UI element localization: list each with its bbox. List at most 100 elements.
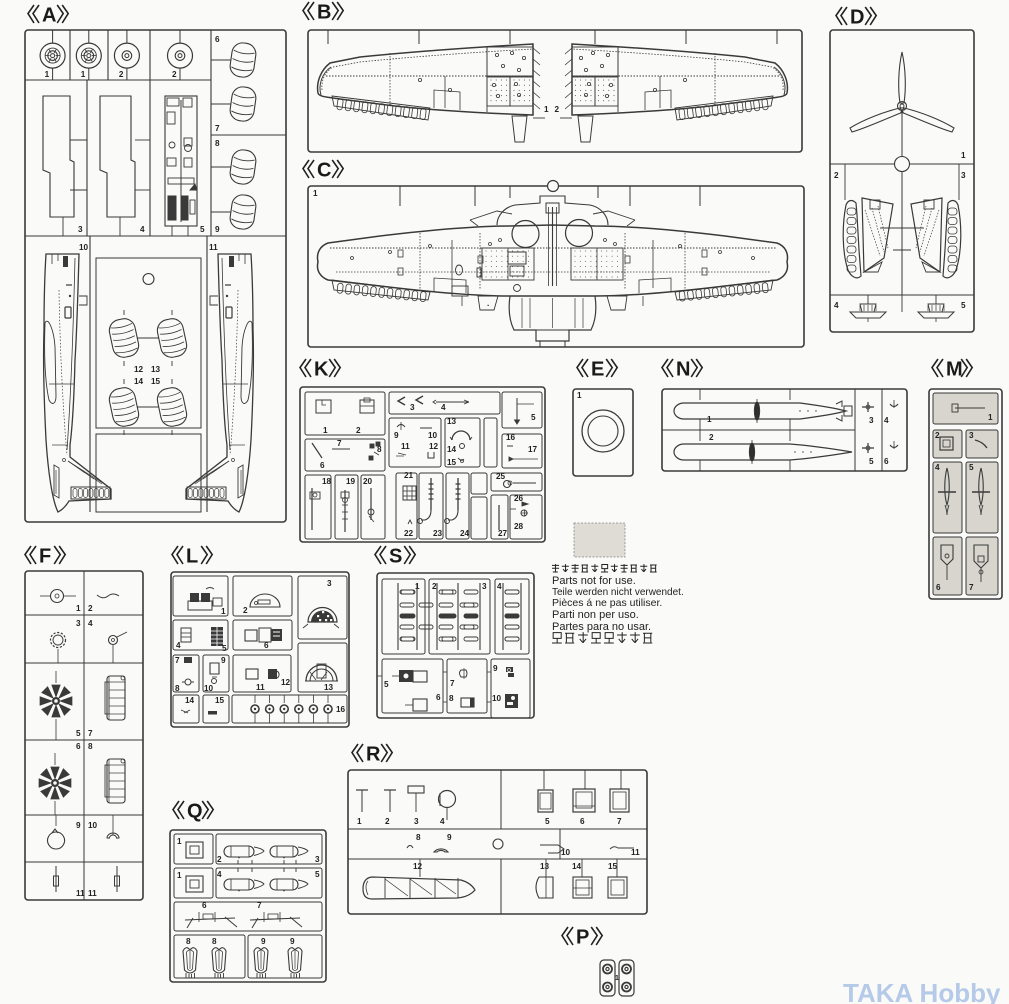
svg-text:1: 1 <box>544 105 549 114</box>
svg-text:1: 1 <box>45 70 50 79</box>
svg-text:8: 8 <box>377 445 382 454</box>
svg-text:9: 9 <box>290 937 295 946</box>
svg-text:19: 19 <box>346 477 356 486</box>
svg-text:Pièces á ne pas utiliser.: Pièces á ne pas utiliser. <box>552 597 662 609</box>
svg-text:16: 16 <box>336 705 346 714</box>
svg-text:1: 1 <box>81 70 86 79</box>
svg-text:10: 10 <box>492 694 502 703</box>
svg-text:M: M <box>946 359 963 381</box>
svg-text:9: 9 <box>447 833 452 842</box>
svg-text:7: 7 <box>88 729 93 738</box>
svg-text:Parti non per uso.: Parti non per uso. <box>552 609 639 621</box>
svg-text:A: A <box>42 5 56 27</box>
svg-text:3: 3 <box>76 619 81 628</box>
svg-text:1: 1 <box>177 837 182 846</box>
svg-text:3: 3 <box>869 416 874 425</box>
svg-text:6: 6 <box>215 35 220 44</box>
svg-text:2: 2 <box>834 171 839 180</box>
svg-text:6: 6 <box>884 457 889 466</box>
svg-text:2: 2 <box>385 817 390 826</box>
svg-text:5: 5 <box>961 301 966 310</box>
svg-text:D: D <box>850 7 864 29</box>
svg-text:5: 5 <box>545 817 550 826</box>
svg-text:7: 7 <box>257 901 262 910</box>
svg-text:25: 25 <box>496 472 506 481</box>
svg-text:S: S <box>389 546 402 568</box>
svg-text:7: 7 <box>215 124 220 133</box>
svg-text:12: 12 <box>429 442 439 451</box>
svg-text:14: 14 <box>134 377 144 386</box>
svg-text:2: 2 <box>243 606 248 615</box>
svg-text:F: F <box>39 546 51 568</box>
svg-text:9: 9 <box>221 656 226 665</box>
svg-text:9: 9 <box>394 431 399 440</box>
svg-text:7: 7 <box>450 679 455 688</box>
svg-text:1: 1 <box>76 604 81 613</box>
svg-text:7: 7 <box>337 439 342 448</box>
svg-text:22: 22 <box>404 529 414 538</box>
svg-text:Partes para no usar.: Partes para no usar. <box>552 621 651 633</box>
svg-text:4: 4 <box>884 416 889 425</box>
svg-text:6: 6 <box>436 693 441 702</box>
svg-text:3: 3 <box>969 431 974 440</box>
svg-text:28: 28 <box>514 522 524 531</box>
svg-text:8: 8 <box>215 139 220 148</box>
svg-text:10: 10 <box>561 848 571 857</box>
svg-text:6: 6 <box>936 583 941 592</box>
svg-text:16: 16 <box>506 433 516 442</box>
svg-text:6: 6 <box>264 641 269 650</box>
svg-text:Teile werden nicht verwendet.: Teile werden nicht verwendet. <box>552 587 684 598</box>
svg-text:12: 12 <box>134 365 144 374</box>
svg-text:1: 1 <box>577 391 582 400</box>
svg-text:11: 11 <box>631 848 640 857</box>
svg-text:9: 9 <box>76 821 81 830</box>
svg-text:15: 15 <box>151 377 161 386</box>
svg-text:27: 27 <box>498 529 508 538</box>
svg-text:1: 1 <box>177 871 182 880</box>
svg-text:4: 4 <box>440 817 445 826</box>
svg-text:P: P <box>576 927 589 949</box>
svg-text:·: · <box>487 301 490 310</box>
svg-text:1: 1 <box>707 415 712 424</box>
svg-text:3: 3 <box>410 403 415 412</box>
svg-text:11: 11 <box>88 889 97 898</box>
svg-text:14: 14 <box>447 445 457 454</box>
svg-text:13: 13 <box>540 862 550 871</box>
svg-text:5: 5 <box>869 457 874 466</box>
svg-text:5: 5 <box>315 870 320 879</box>
svg-text:21: 21 <box>404 471 414 480</box>
svg-text:2: 2 <box>555 105 560 114</box>
svg-text:E: E <box>591 359 604 381</box>
svg-text:11: 11 <box>401 442 410 451</box>
svg-text:6: 6 <box>320 461 325 470</box>
svg-text:12: 12 <box>281 678 291 687</box>
svg-text:2: 2 <box>432 582 437 591</box>
svg-text:2: 2 <box>356 426 361 435</box>
svg-text:4: 4 <box>88 619 93 628</box>
svg-text:5: 5 <box>531 413 536 422</box>
svg-text:17: 17 <box>528 445 538 454</box>
svg-text:7: 7 <box>175 656 180 665</box>
svg-text:Q: Q <box>187 801 203 823</box>
svg-text:2: 2 <box>172 70 177 79</box>
svg-text:12: 12 <box>413 862 423 871</box>
svg-text:10: 10 <box>428 431 438 440</box>
svg-text:Parts not for use.: Parts not for use. <box>552 575 636 587</box>
svg-text:4: 4 <box>140 225 145 234</box>
svg-text:3: 3 <box>482 582 487 591</box>
svg-text:8: 8 <box>186 937 191 946</box>
svg-text:13: 13 <box>151 365 161 374</box>
svg-text:14: 14 <box>185 696 195 705</box>
svg-text:8: 8 <box>212 937 217 946</box>
svg-text:23: 23 <box>433 529 443 538</box>
svg-text:5: 5 <box>76 729 81 738</box>
svg-text:10: 10 <box>79 243 89 252</box>
svg-text:B: B <box>317 2 331 24</box>
svg-text:11: 11 <box>76 889 85 898</box>
svg-text:10: 10 <box>204 684 214 693</box>
svg-text:18: 18 <box>322 477 332 486</box>
svg-text:15: 15 <box>447 458 457 467</box>
svg-text:L: L <box>186 546 198 568</box>
svg-text:24: 24 <box>460 529 470 538</box>
svg-text:14: 14 <box>572 862 582 871</box>
